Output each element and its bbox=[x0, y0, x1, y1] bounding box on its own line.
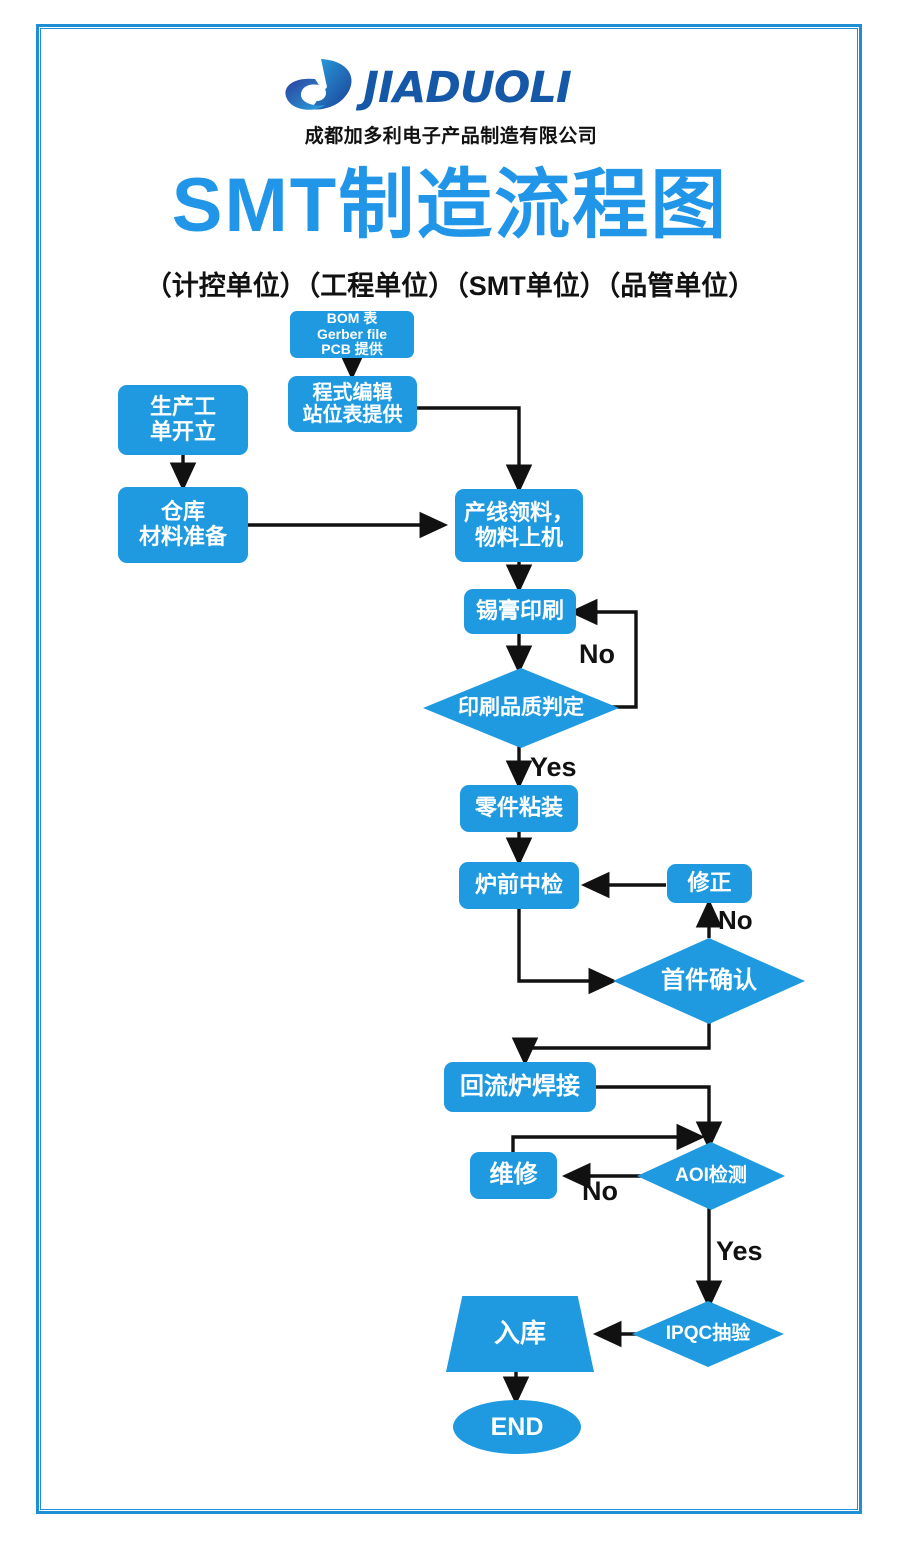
node-pre-reflow-inspection: 炉前中检 bbox=[459, 862, 579, 909]
logo-wordmark: JIADUOLI bbox=[363, 63, 572, 113]
company-name: 成都加多利电子产品制造有限公司 bbox=[304, 126, 598, 147]
node-program: 程式编辑 站位表提供 bbox=[288, 376, 417, 432]
node-end: END bbox=[453, 1400, 581, 1454]
node-reflow-soldering: 回流炉焊接 bbox=[444, 1062, 596, 1112]
edge-label-print-no: No bbox=[579, 639, 615, 669]
page-subtitle: （计控单位）（工程单位）（SMT单位）（品管单位） bbox=[144, 271, 756, 301]
edge-label-print-yes: Yes bbox=[530, 752, 577, 782]
node-line-feeding: 产线领料， 物料上机 bbox=[455, 489, 583, 562]
node-rework-fix: 修正 bbox=[667, 864, 752, 903]
logo-mark-icon bbox=[285, 59, 352, 110]
node-solder-paste-printing: 锡膏印刷 bbox=[464, 589, 576, 634]
node-work-order: 生产工 单开立 bbox=[118, 385, 248, 455]
node-part-placement: 零件粘装 bbox=[460, 785, 578, 832]
node-bom: BOM 表 Gerber file PCB 提供 bbox=[290, 310, 414, 358]
edge-label-firstarticle-no: No bbox=[718, 905, 753, 935]
page-title: SMT制造流程图 bbox=[171, 163, 729, 248]
edge-label-aoi-no: No bbox=[582, 1176, 618, 1206]
edge-label-aoi-yes: Yes bbox=[716, 1236, 763, 1266]
poster-frame-outer bbox=[36, 24, 862, 1514]
node-repair: 维修 bbox=[470, 1152, 557, 1199]
poster-frame-inner bbox=[40, 28, 858, 1510]
company-logo: JIADUOLI 成都加多利电子产品制造有限公司 bbox=[281, 57, 621, 153]
node-stock-in: 入库 bbox=[446, 1296, 594, 1372]
node-warehouse: 仓库 材料准备 bbox=[118, 487, 248, 563]
